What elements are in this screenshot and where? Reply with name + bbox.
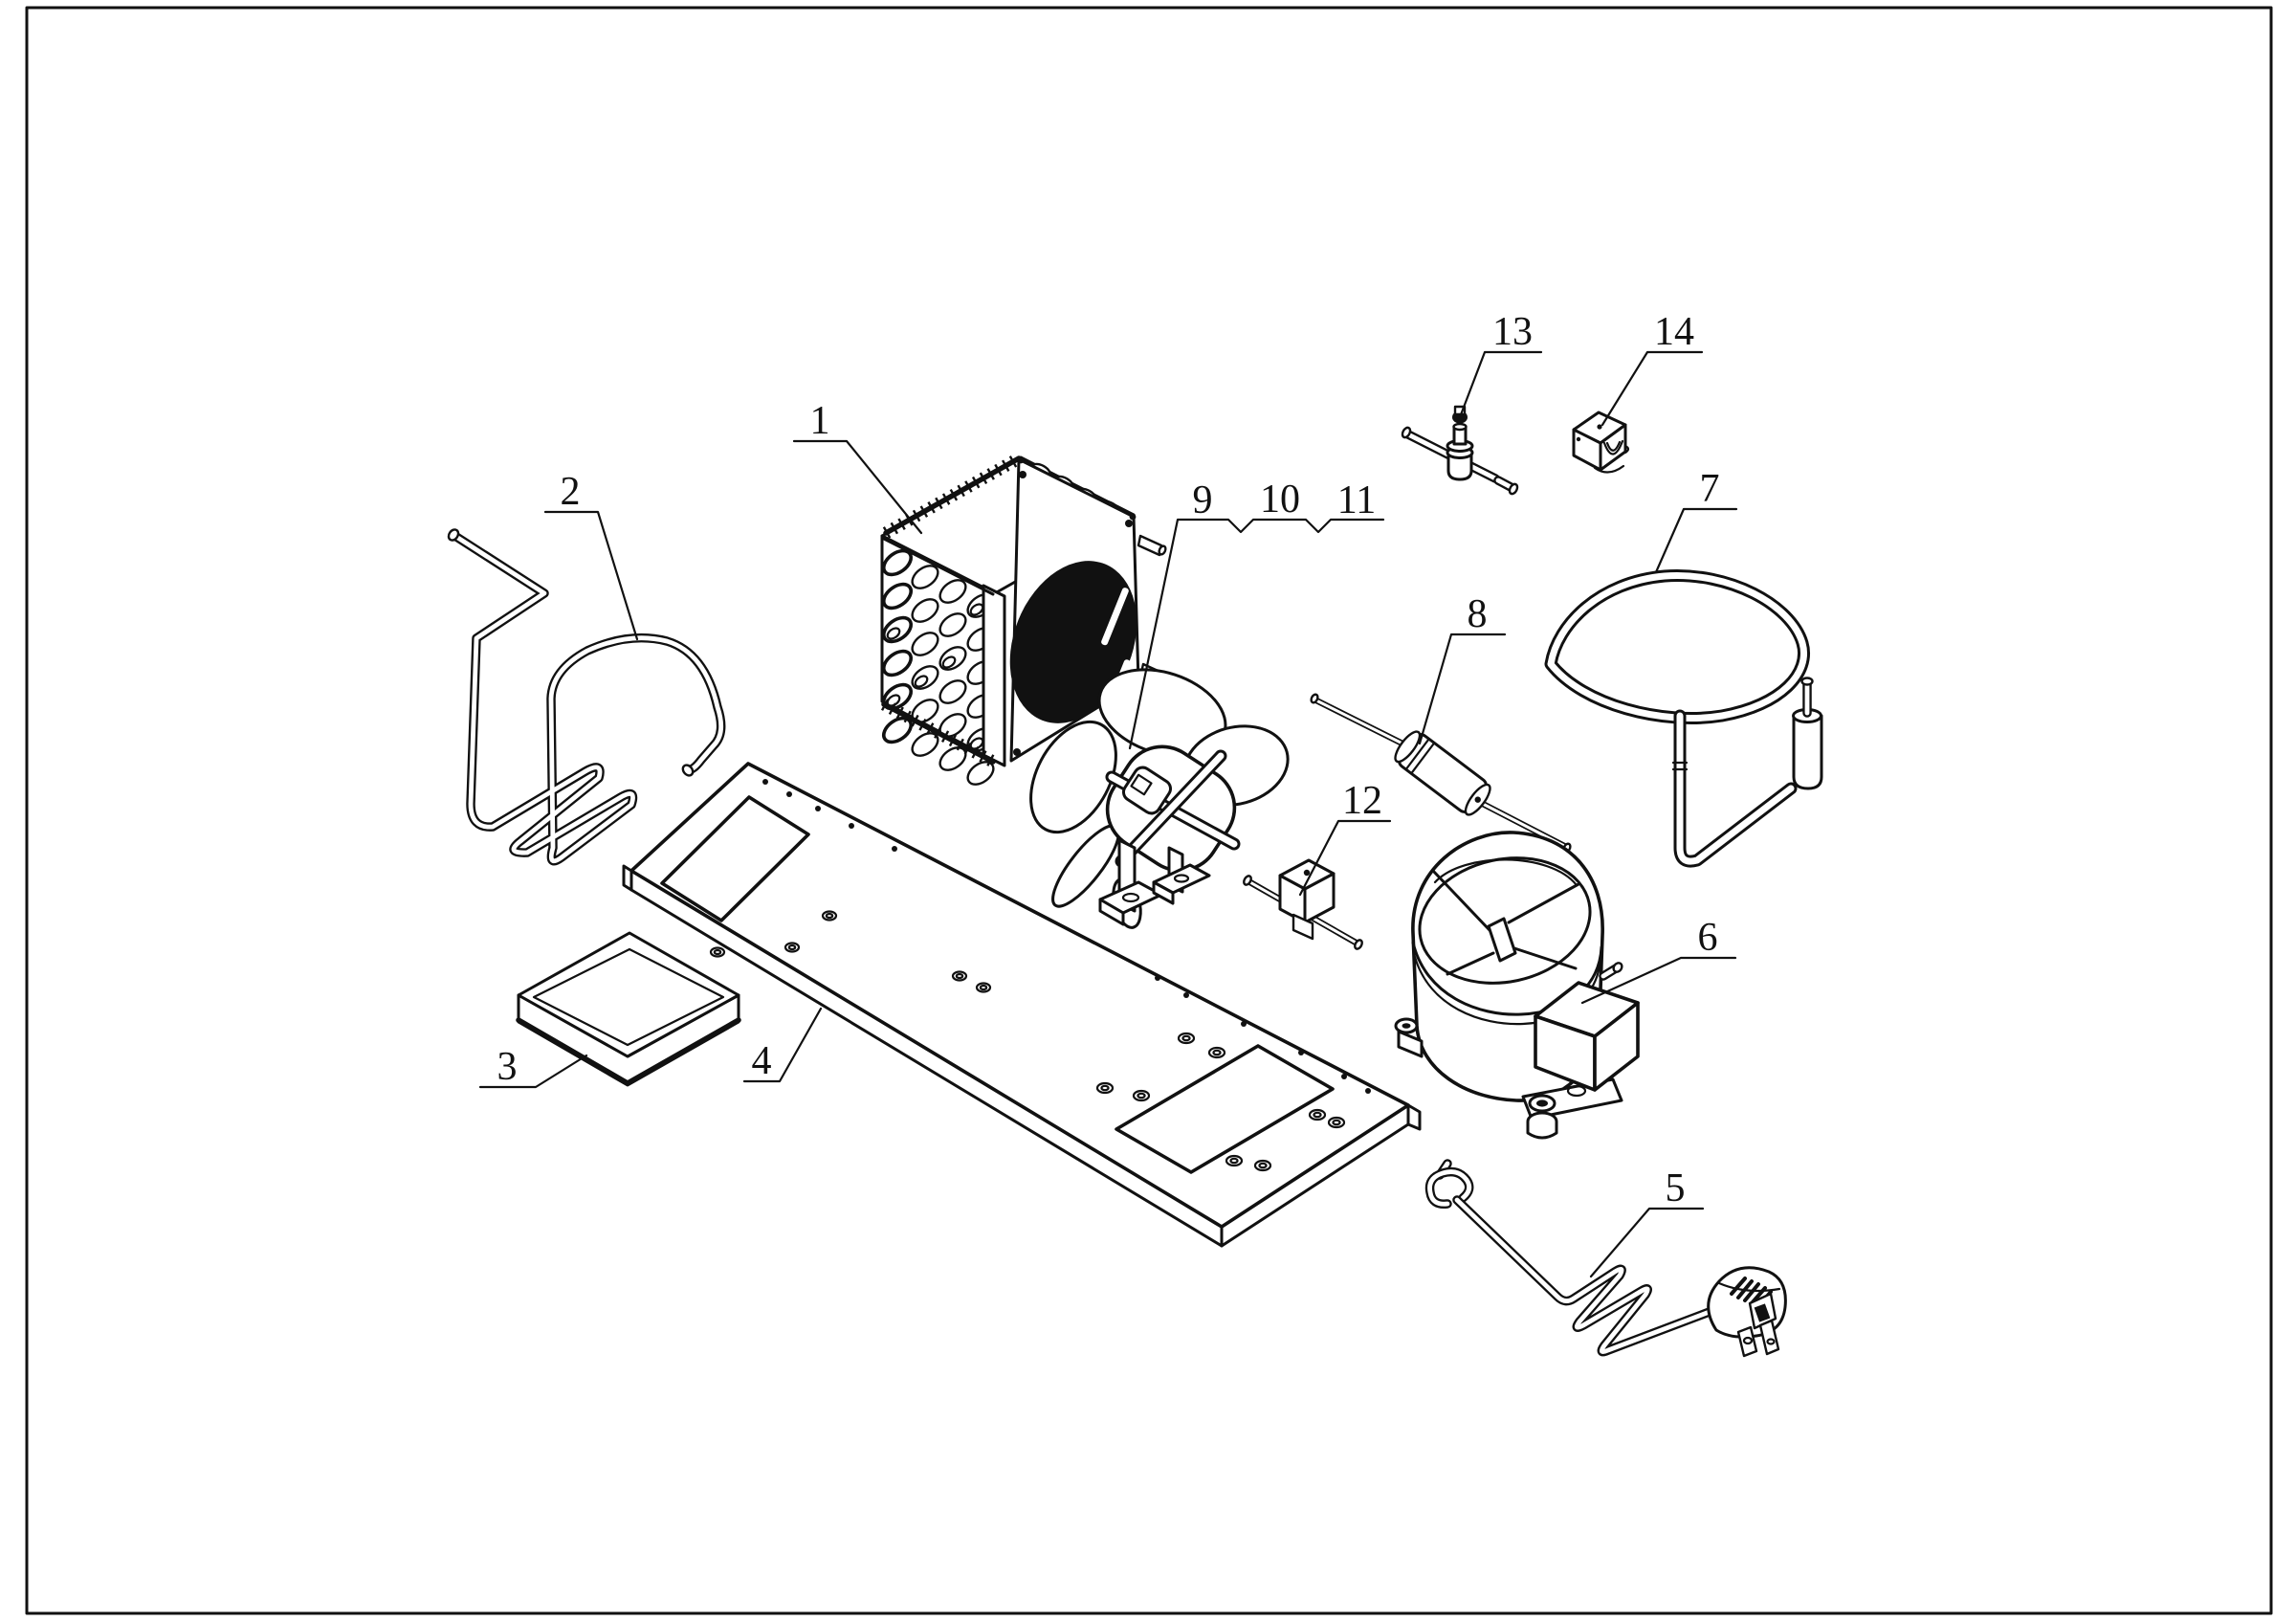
plate-holes	[709, 910, 1346, 1172]
callout-3: 3	[497, 1045, 518, 1089]
tube-end-cap	[447, 528, 460, 542]
left-foot	[1394, 1017, 1424, 1058]
plug-prong	[1736, 1325, 1758, 1358]
callout-14: 14	[1654, 310, 1694, 354]
compressor	[1394, 831, 1640, 1140]
serpentine-tube	[447, 528, 726, 866]
callout-7: 7	[1700, 467, 1720, 511]
leader-14	[1601, 350, 1704, 427]
callout-11: 11	[1337, 478, 1376, 522]
base-plate	[622, 762, 1422, 1248]
leader-6	[1580, 956, 1737, 1005]
tray-rim	[517, 931, 740, 1058]
plate-cutout-1	[660, 795, 810, 922]
power-cord	[1424, 1159, 1787, 1358]
tube-clamp	[1572, 411, 1630, 474]
valve-nut	[1292, 913, 1314, 941]
fin-hatch-bottom	[880, 699, 997, 767]
power-plug	[1707, 1266, 1787, 1358]
plug-prong	[1758, 1319, 1780, 1356]
shroud-screws	[1013, 456, 1138, 756]
callout-4: 4	[752, 1039, 772, 1083]
leader-8	[1418, 633, 1507, 745]
tray-inner-rim	[532, 947, 725, 1047]
plate-right-tab	[1406, 1103, 1422, 1131]
valve-body	[1446, 452, 1473, 481]
leader-2	[543, 510, 639, 641]
dome-seams	[1431, 869, 1580, 976]
callout-5: 5	[1666, 1166, 1686, 1210]
leader-3	[478, 1054, 588, 1089]
callout-6: 6	[1698, 916, 1718, 960]
plate-left-tab	[622, 864, 633, 892]
plug-socket-recess	[1754, 1303, 1771, 1322]
front-foot	[1526, 1094, 1558, 1140]
mounting-studs	[1137, 534, 1170, 684]
leader-13	[1458, 350, 1543, 419]
page-border	[25, 6, 2273, 1615]
drip-tray	[516, 931, 741, 1087]
plate-cutout-2	[1115, 1044, 1335, 1174]
condenser-coil-unit	[880, 453, 1170, 786]
leader-5	[1589, 1207, 1705, 1278]
terminal-stub	[1612, 962, 1623, 973]
tube-port-cap	[1800, 677, 1814, 686]
leader-1	[792, 439, 923, 535]
filter-drier	[1310, 693, 1572, 854]
leader-4	[742, 1007, 823, 1083]
callout-1: 1	[810, 399, 830, 443]
callout-8: 8	[1468, 592, 1488, 636]
dome-center-plate	[1487, 917, 1517, 963]
leader-9-10-11	[1128, 518, 1385, 750]
callout-2: 2	[561, 470, 581, 514]
callout-9: 9	[1193, 478, 1213, 522]
access-valve	[1401, 405, 1519, 496]
fan-motor-bracket-assembly	[1029, 668, 1290, 929]
tube-end-cap	[681, 764, 695, 777]
leader-7	[1654, 507, 1738, 574]
callout-12: 12	[1342, 779, 1382, 823]
callout-labels: 1 2 3 4 5 6 7 8 9 10 11 12 13 14	[497, 310, 1720, 1210]
plate-rivets	[762, 779, 1371, 1094]
leader-12	[1298, 819, 1392, 897]
callout-leaders	[478, 350, 1738, 1278]
valve-block	[1243, 858, 1363, 950]
fan-motor	[1105, 744, 1241, 873]
motor-bracket	[1098, 838, 1211, 926]
suction-tube-assembly	[1544, 569, 1823, 868]
coil-loops	[881, 548, 995, 786]
callout-10: 10	[1260, 477, 1300, 522]
condenser-frame-strip	[982, 584, 1006, 767]
accumulator-cylinder	[1792, 714, 1823, 790]
terminal-box	[1534, 962, 1640, 1092]
callout-13: 13	[1492, 310, 1533, 354]
